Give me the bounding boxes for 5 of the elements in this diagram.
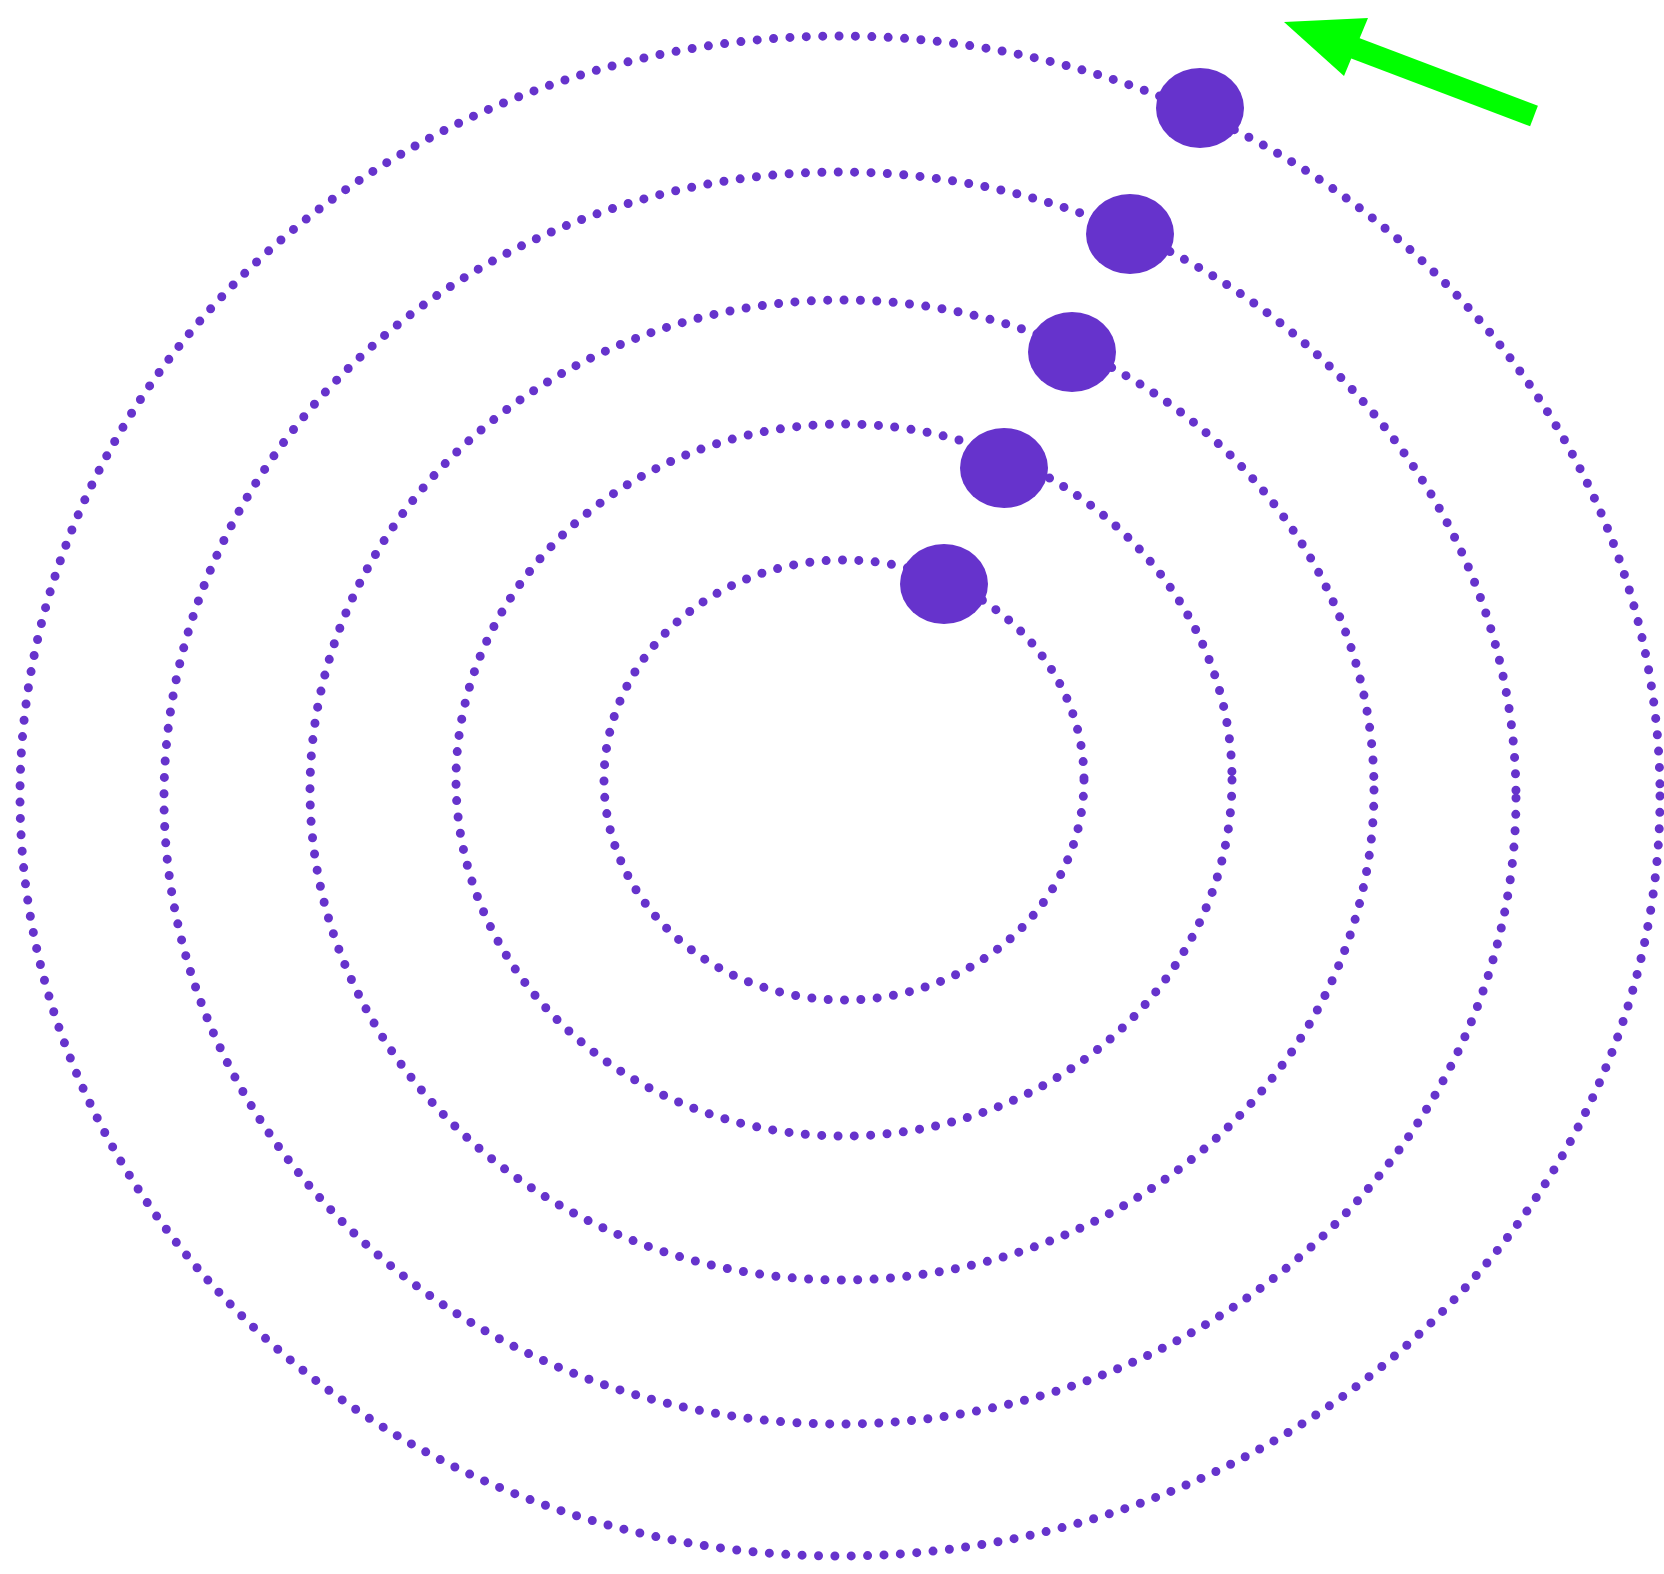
orbiting-dot (900, 544, 988, 624)
orbiting-dot (1156, 68, 1244, 148)
orbiting-dot (1028, 312, 1116, 392)
orbiting-dot (960, 428, 1048, 508)
orbiting-dot (1086, 194, 1174, 274)
